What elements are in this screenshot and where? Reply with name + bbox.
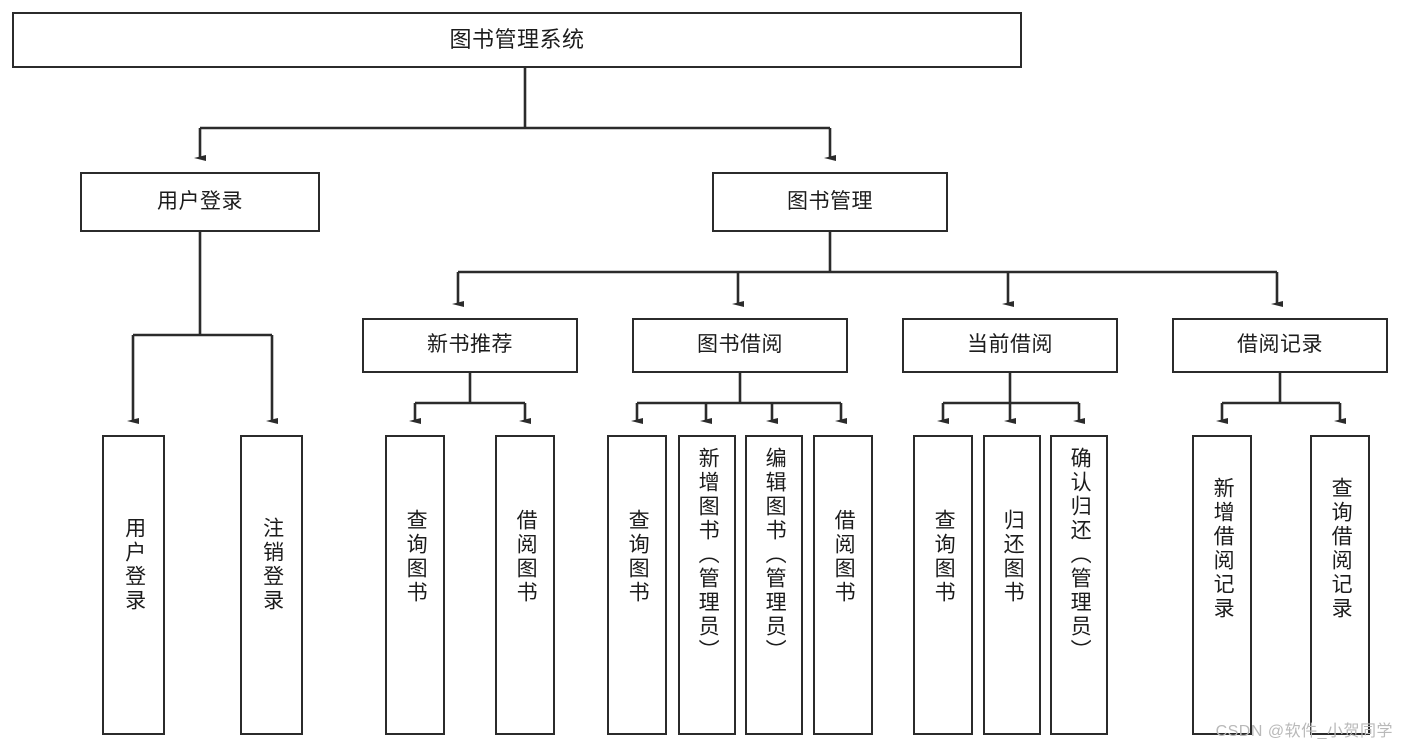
leaf-borrow-book[interactable]: 借阅图书 xyxy=(813,435,873,735)
leaf-label: 注销登录 xyxy=(260,517,284,613)
node-label: 图书管理系统 xyxy=(449,27,585,53)
leaf-edit-book[interactable]: 编辑图书（管理员） xyxy=(745,435,803,735)
node-user-login[interactable]: 用户登录 xyxy=(80,172,320,232)
node-root-book-management-system[interactable]: 图书管理系统 xyxy=(12,12,1022,68)
leaf-label: 查询图书 xyxy=(932,509,956,605)
leaf-label: 新增图书（管理员） xyxy=(696,447,720,663)
leaf-label: 编辑图书（管理员） xyxy=(763,447,787,663)
node-book-borrow[interactable]: 图书借阅 xyxy=(632,318,848,373)
leaf-label: 查询借阅记录 xyxy=(1329,477,1353,621)
leaf-label: 新增借阅记录 xyxy=(1211,477,1235,621)
leaf-query-book-current[interactable]: 查询图书 xyxy=(913,435,973,735)
node-borrow-record[interactable]: 借阅记录 xyxy=(1172,318,1388,373)
node-label: 图书借阅 xyxy=(697,333,783,357)
leaf-label: 借阅图书 xyxy=(514,509,538,605)
node-book-management[interactable]: 图书管理 xyxy=(712,172,948,232)
leaf-return-book[interactable]: 归还图书 xyxy=(983,435,1041,735)
leaf-label: 查询图书 xyxy=(626,509,650,605)
leaf-label: 确认归还（管理员） xyxy=(1068,447,1092,663)
node-label: 借阅记录 xyxy=(1237,333,1323,357)
leaf-query-borrow-record[interactable]: 查询借阅记录 xyxy=(1310,435,1370,735)
leaf-add-borrow-record[interactable]: 新增借阅记录 xyxy=(1192,435,1252,735)
leaf-label: 归还图书 xyxy=(1001,509,1025,605)
node-new-book-recommend[interactable]: 新书推荐 xyxy=(362,318,578,373)
leaf-add-book[interactable]: 新增图书（管理员） xyxy=(678,435,736,735)
node-label: 图书管理 xyxy=(787,189,873,213)
leaf-confirm-return[interactable]: 确认归还（管理员） xyxy=(1050,435,1108,735)
leaf-query-book-borrow[interactable]: 查询图书 xyxy=(607,435,667,735)
leaf-label: 查询图书 xyxy=(404,509,428,605)
leaf-query-book-new[interactable]: 查询图书 xyxy=(385,435,445,735)
node-current-borrow[interactable]: 当前借阅 xyxy=(902,318,1118,373)
leaf-user-login[interactable]: 用户登录 xyxy=(102,435,165,735)
leaf-label: 借阅图书 xyxy=(832,509,856,605)
csdn-watermark: CSDN @软件_小贺同学 xyxy=(1215,723,1393,740)
leaf-label: 用户登录 xyxy=(122,517,146,613)
leaf-logout-login[interactable]: 注销登录 xyxy=(240,435,303,735)
node-label: 当前借阅 xyxy=(967,333,1053,357)
node-label: 用户登录 xyxy=(157,189,243,213)
leaf-borrow-book-new[interactable]: 借阅图书 xyxy=(495,435,555,735)
node-label: 新书推荐 xyxy=(427,333,513,357)
